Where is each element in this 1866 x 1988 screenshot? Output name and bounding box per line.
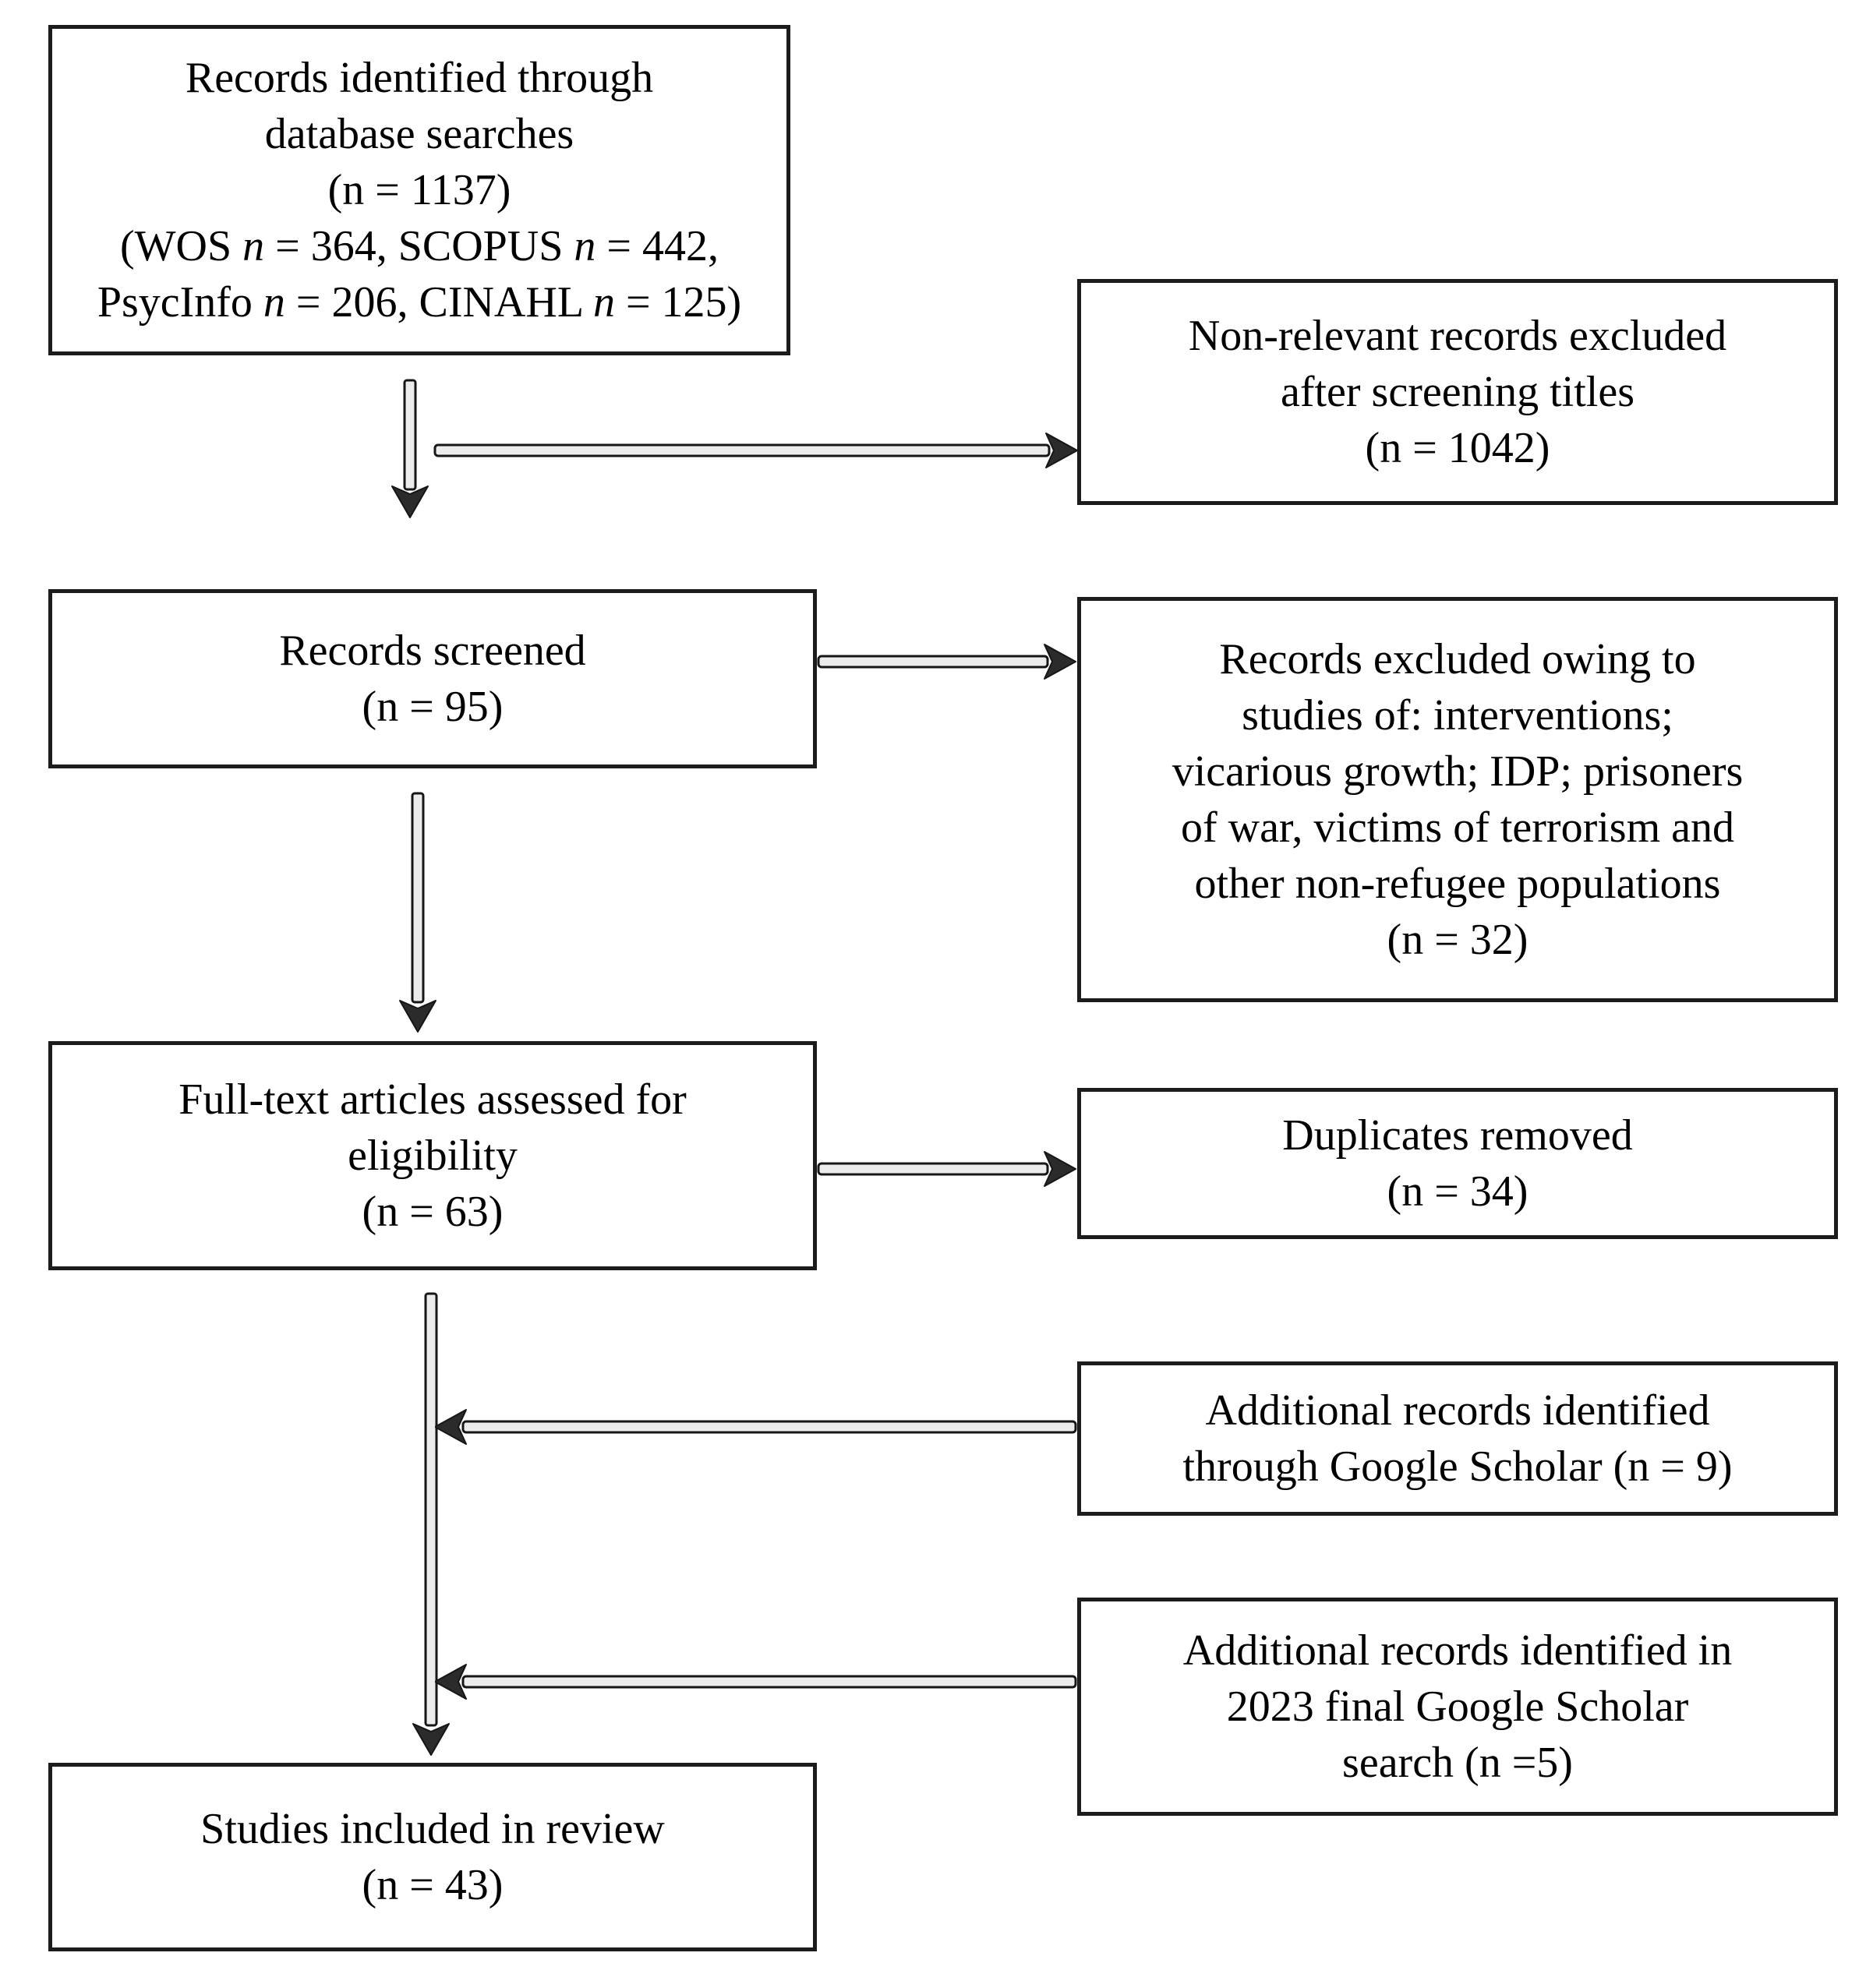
box-google-scholar: Additional records identified through Goo… [1077,1361,1838,1516]
text-line: 2023 final Google Scholar [1226,1683,1689,1731]
text-line: (n = 95) [362,683,504,731]
text-line: (n = 63) [362,1188,504,1236]
text-line: (n = 34) [1387,1167,1528,1216]
box-fulltext-assessed: Full-text articles assessed for eligibili… [48,1041,817,1270]
text-line: search (n =5) [1342,1739,1573,1787]
text-line: (WOS n = 364, SCOPUS n = 442, [120,222,719,270]
down-arrow-screened-to-fulltext [399,792,436,1033]
right-arrow-fulltext-to-duplicates [817,1151,1076,1187]
text-line: Records screened [279,627,586,675]
text-line: Non-relevant records excluded [1188,312,1727,360]
text-line: studies of: interventions; [1242,691,1673,740]
text-line: after screening titles [1280,368,1635,416]
text-line: Additional records identified [1205,1386,1710,1435]
box-nonrelevant-excluded: Non-relevant records excluded after scree… [1077,279,1838,505]
text-line: database searches [264,110,574,158]
right-arrow-to-nonrelevant-excluded [433,433,1078,468]
text-line: of war, victims of terrorism and [1180,803,1734,852]
text-line: (n = 1137) [327,166,511,214]
box-duplicates-removed: Duplicates removed (n = 34) [1077,1088,1838,1239]
text-line: (n = 32) [1387,916,1528,964]
text-line: Records excluded owing to [1219,635,1696,683]
text-line: other non-refugee populations [1194,860,1721,908]
left-arrow-google-scholar-2023-to-flow [435,1664,1077,1700]
text-line: Studies included in review [200,1805,665,1853]
text-line: Full-text articles assessed for [178,1075,687,1124]
box-google-scholar-2023: Additional records identified in 2023 fin… [1077,1598,1838,1816]
down-arrow-fulltext-to-included [412,1292,450,1756]
text-line: PsycInfo n = 206, CINAHL n = 125) [97,278,742,327]
text-line: Additional records identified in [1182,1626,1733,1675]
right-arrow-screened-to-excluded [817,644,1076,680]
down-arrow-identified-to-screened [391,379,429,518]
box-records-identified: Records identified through database searc… [48,25,790,355]
text-line: eligibility [348,1132,518,1180]
text-line: (n = 1042) [1365,424,1550,472]
box-excluded-reasons: Records excluded owing to studies of: int… [1077,597,1838,1002]
box-records-screened: Records screened (n = 95) [48,589,817,768]
text-line: (n = 43) [362,1861,504,1909]
box-studies-included: Studies included in review (n = 43) [48,1763,817,1951]
text-line: Records identified through [185,54,654,102]
left-arrow-google-scholar-to-flow [435,1409,1077,1445]
text-line: Duplicates removed [1282,1111,1633,1160]
text-line: vicarious growth; IDP; prisoners [1172,747,1744,796]
text-line: through Google Scholar (n = 9) [1182,1442,1733,1491]
